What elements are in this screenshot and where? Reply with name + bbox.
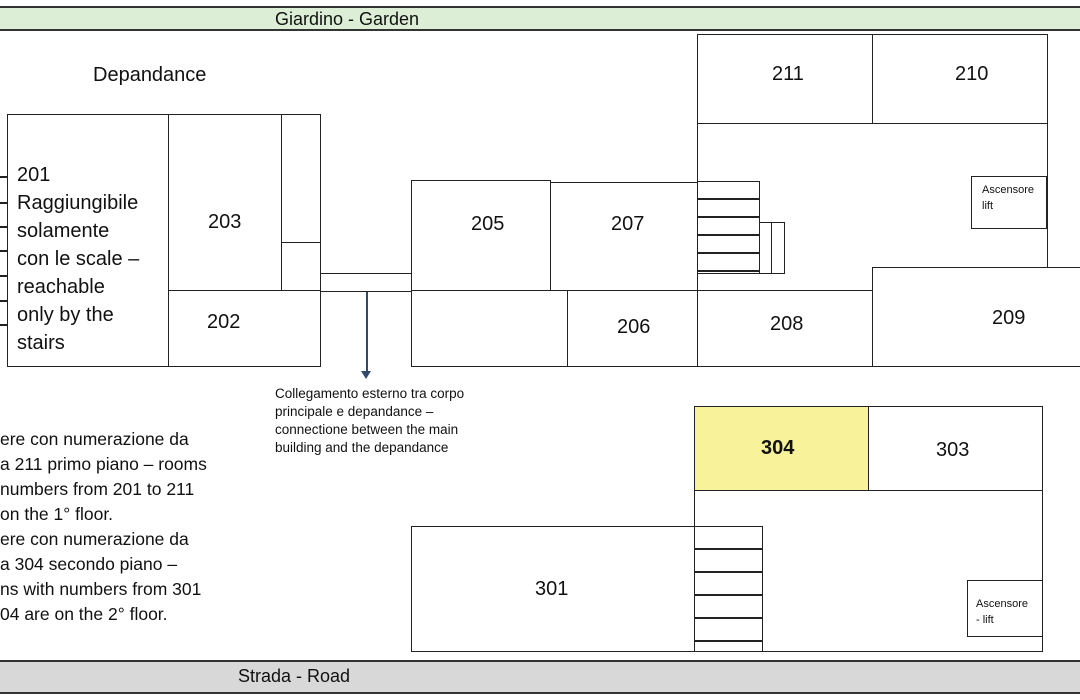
road-label: Strada - Road: [238, 666, 351, 686]
room-201-note-line: Raggiungibile: [17, 192, 139, 214]
service-space: [281, 114, 321, 243]
arrow-down-icon: [361, 371, 371, 379]
room-304: 304: [694, 406, 869, 491]
room-303-number: 303: [936, 439, 970, 461]
stair-tick: [0, 226, 8, 228]
room-201-note: 201 Raggiungibile solamente con le scale…: [17, 161, 139, 357]
connection-note-line: building and the depandance: [275, 440, 449, 455]
staircase-first-floor: [697, 181, 760, 274]
corridor-room: [411, 290, 568, 367]
staircase-second-floor: [694, 526, 763, 652]
lift-first-floor: Ascensore lift: [971, 176, 1047, 229]
lift-label: Ascensore: [976, 598, 1028, 610]
room-201: [7, 114, 169, 367]
room-201-note-line: stairs: [17, 332, 65, 354]
service-space: [281, 242, 321, 292]
legend-line: ns with numbers from 301: [0, 579, 202, 599]
room-209-number: 209: [992, 307, 1026, 329]
connection-note: Collegamento esterno tra corpo principal…: [275, 385, 464, 457]
legend-line: numbers from 201 to 211: [0, 479, 195, 499]
stair-tick: [0, 275, 8, 277]
room-303: 303: [868, 406, 1043, 491]
legend-line: ere con numerazione da: [0, 529, 189, 549]
room-201-note-line: solamente: [17, 220, 110, 242]
legend-line: 04 are on the 2° floor.: [0, 604, 168, 624]
lift-second-floor: Ascensore - lift: [967, 580, 1043, 637]
room-210-number: 210: [955, 63, 989, 85]
room-301-number: 301: [535, 578, 569, 600]
room-202-number: 202: [207, 311, 241, 333]
garden-label: Giardino - Garden: [275, 9, 420, 29]
external-connection-corridor: [320, 273, 412, 292]
room-201-number: 201: [17, 164, 51, 186]
room-205: 205: [411, 180, 551, 291]
room-208: 208: [697, 290, 873, 367]
room-201-note-line: con le scale –: [17, 248, 140, 270]
stair-tick: [0, 250, 8, 252]
room-209: 209: [872, 267, 1080, 367]
legend-line: a 211 primo piano – rooms: [0, 454, 207, 474]
room-304-number: 304: [761, 437, 795, 459]
connection-note-line: principale e depandance –: [275, 404, 434, 419]
legend-line: on the 1° floor.: [0, 504, 114, 524]
stair-tick: [0, 176, 8, 178]
room-205-number: 205: [471, 213, 505, 235]
room-201-note-line: reachable: [17, 276, 105, 298]
pointer-line: [366, 292, 368, 374]
room-206: 206: [567, 290, 698, 367]
road-band: Strada - Road: [0, 660, 1080, 694]
connection-note-line: Collegamento esterno tra corpo: [275, 386, 465, 401]
stair-tick: [0, 300, 8, 302]
room-210: 210: [872, 34, 1048, 124]
stair-tick: [0, 202, 8, 204]
room-203-number: 203: [208, 211, 242, 233]
legend-line: a 304 secondo piano –: [0, 554, 178, 574]
stair-tick: [0, 324, 8, 326]
stair-landing: [771, 222, 785, 274]
lift-label: lift: [982, 200, 993, 212]
dependance-title: Depandance: [93, 64, 207, 86]
legend-line: ere con numerazione da: [0, 429, 189, 449]
floor-legend: ere con numerazione da a 211 primo piano…: [0, 427, 207, 627]
room-211-number: 211: [772, 63, 804, 85]
room-202: 202: [168, 290, 321, 367]
room-206-number: 206: [617, 316, 651, 338]
room-207: 207: [550, 182, 698, 291]
room-211: 211: [697, 34, 873, 124]
room-208-number: 208: [770, 313, 804, 335]
lift-label: Ascensore: [982, 184, 1034, 196]
room-203: 203: [168, 114, 282, 292]
connection-note-line: connectione between the main: [275, 422, 459, 437]
room-201-note-line: only by the: [17, 304, 114, 326]
garden-band: Giardino - Garden: [0, 6, 1080, 31]
room-207-number: 207: [611, 213, 645, 235]
lift-label: - lift: [976, 614, 994, 626]
